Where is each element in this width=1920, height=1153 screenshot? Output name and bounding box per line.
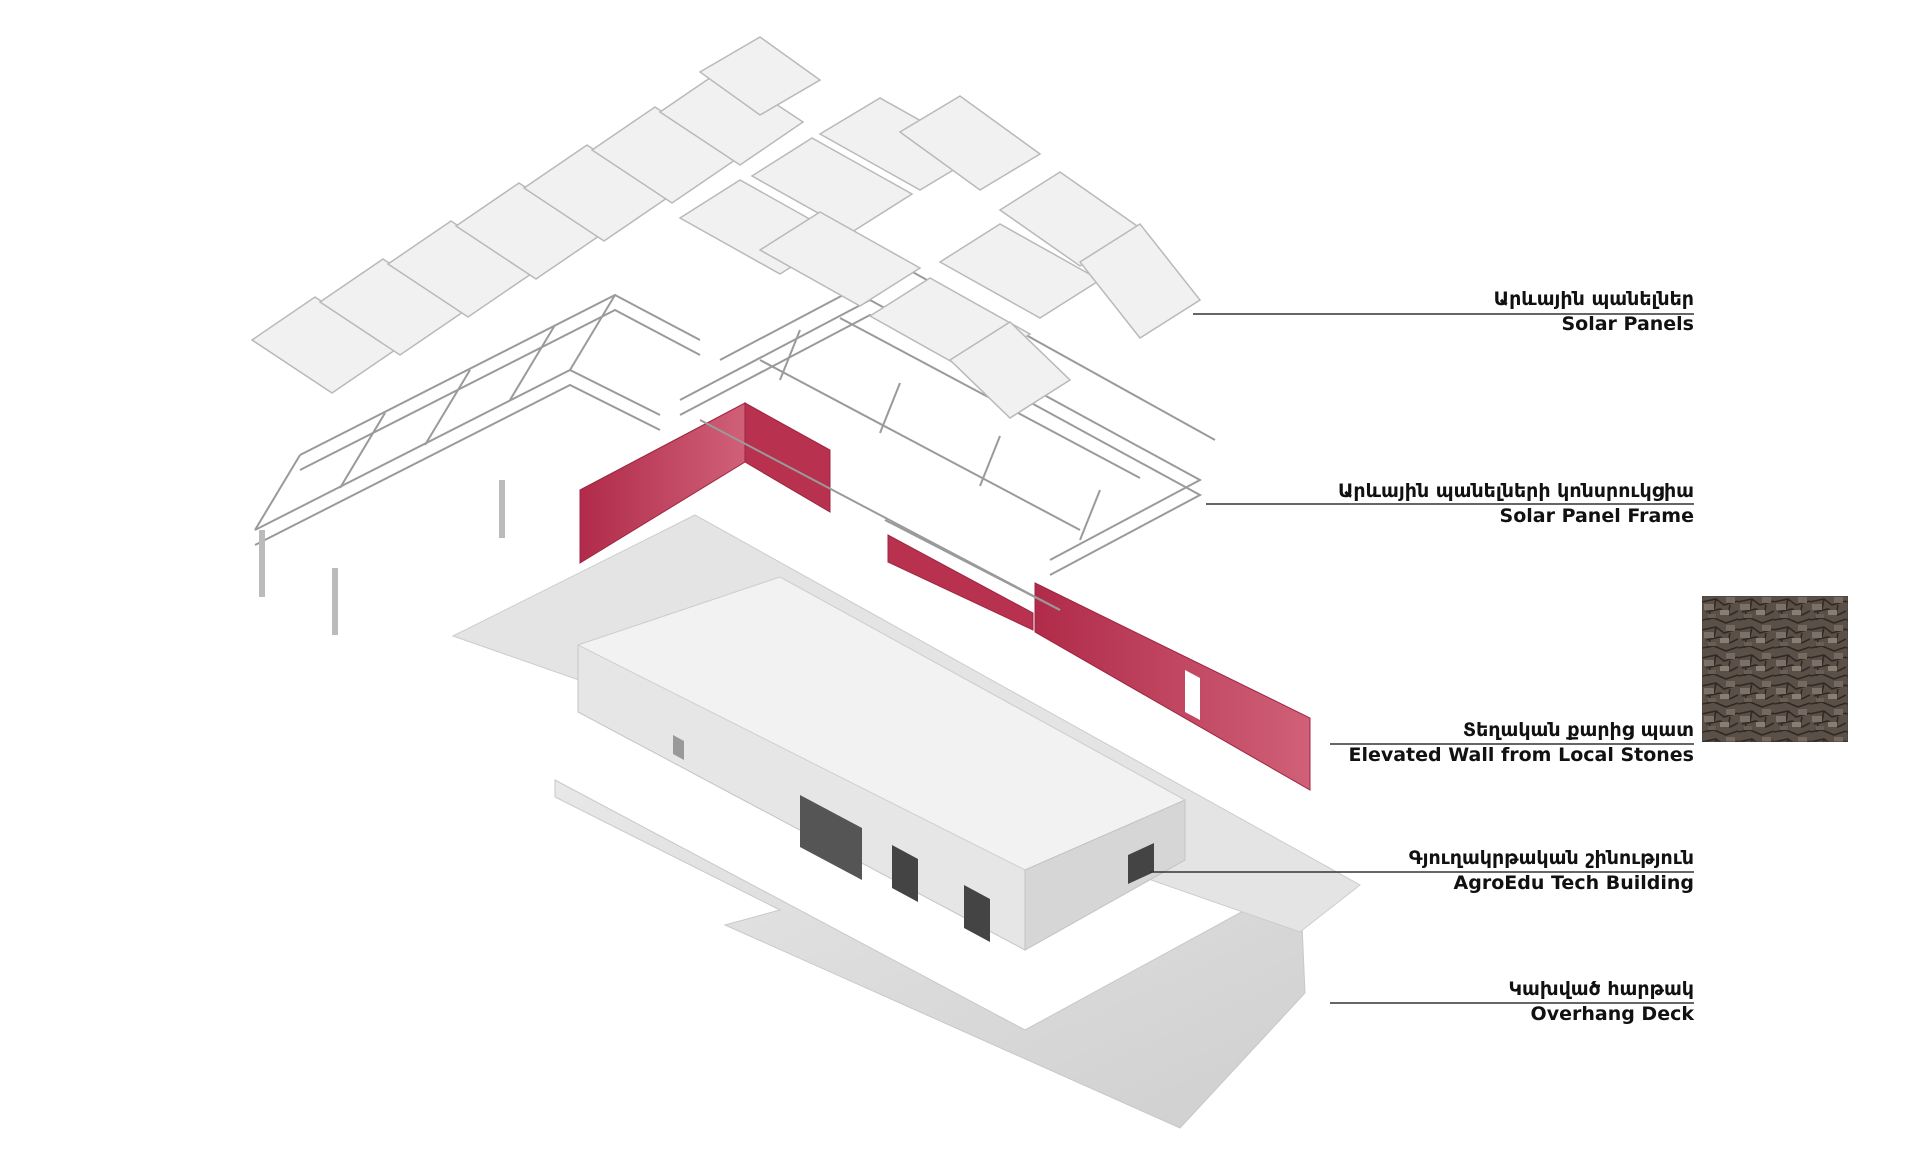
- label-agroedu-building-en: AgroEdu Tech Building: [1453, 872, 1694, 894]
- label-stone-wall: Տեղական քարից պատ Elevated Wall from Loc…: [1348, 718, 1694, 768]
- label-solar-panel-frame-hy: Արևային պանելների կոնսրուկցիա: [1337, 480, 1694, 502]
- label-agroedu-building-hy: Գյուղակրթական շինություն: [1408, 847, 1694, 869]
- label-overhang-deck-en: Overhang Deck: [1530, 1003, 1694, 1025]
- stone-wall-shape: [579, 402, 1311, 791]
- label-agroedu-building: Գյուղակրթական շինություն AgroEdu Tech Bu…: [1409, 846, 1694, 896]
- label-stone-wall-hy: Տեղական քարից պատ: [1462, 719, 1694, 741]
- overhang-deck-shape: [554, 779, 1306, 1129]
- label-stone-wall-en: Elevated Wall from Local Stones: [1348, 744, 1694, 766]
- window-glazing: [800, 795, 862, 880]
- door: [673, 735, 684, 760]
- stone-texture-swatch: [1702, 596, 1848, 742]
- window: [964, 885, 990, 942]
- label-overhang-deck: Կախված հարթակ Overhang Deck: [1508, 977, 1694, 1027]
- window: [892, 845, 918, 902]
- label-solar-panels: Արևային պանելներ Solar Panels: [1494, 287, 1694, 337]
- label-solar-panel-frame: Արևային պանելների կոնսրուկցիա Solar Pane…: [1338, 479, 1694, 529]
- label-solar-panels-en: Solar Panels: [1561, 313, 1694, 335]
- agroedu-building-shape: [576, 576, 1187, 951]
- label-solar-panels-hy: Արևային պանելներ: [1493, 288, 1694, 310]
- leader-lines: [1150, 313, 1694, 1004]
- solar-panels-shape: [250, 36, 1202, 419]
- door: [1128, 843, 1154, 884]
- label-overhang-deck-hy: Կախված հարթակ: [1508, 978, 1694, 1000]
- label-solar-panel-frame-en: Solar Panel Frame: [1499, 505, 1694, 527]
